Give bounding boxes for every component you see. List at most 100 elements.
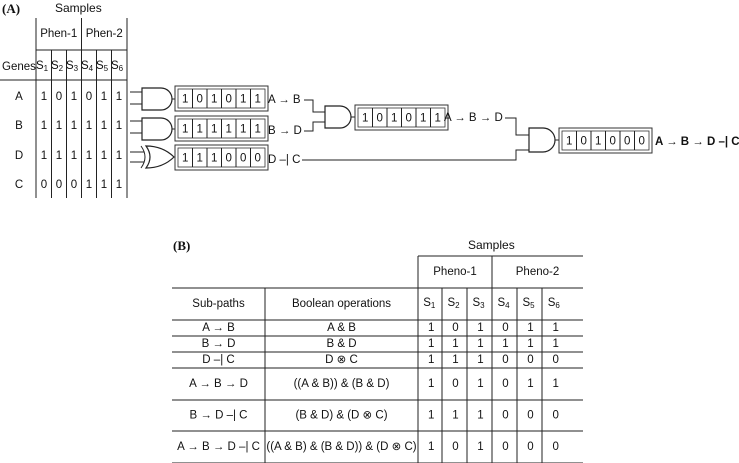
table-cell: 1 [116,179,122,191]
label-a-b: A → B [268,94,301,106]
value-cell: 1 [527,378,533,390]
operation-cell: B & D [326,338,356,350]
register-cell: 1 [362,113,368,125]
value-cell: 1 [527,338,533,350]
register-cell: 1 [226,124,232,136]
sample-header: S5 [96,60,109,73]
subpath-cell: B → D [202,338,236,350]
table-cell: 1 [41,91,47,103]
value-cell: 1 [527,322,533,334]
sample-header: S2 [51,60,64,73]
register-cell: 1 [255,124,261,136]
register-cell: 0 [240,153,246,165]
label-b-d: B → D [268,125,302,137]
value-cell: 1 [428,354,434,366]
value-cell: 0 [502,410,508,422]
value-cell: 0 [452,378,458,390]
register-cell: 1 [240,94,246,106]
value-cell: 0 [527,354,533,366]
register-cell: 0 [255,153,261,165]
label-a-b-d: A → B → D [444,112,503,124]
register-cell: 1 [391,113,397,125]
table-cell: 1 [116,150,122,162]
operation-cell: ((A & B) & (B & D)) & (D ⊗ C) [266,441,416,453]
register-cell: 0 [610,136,616,148]
panel-a-label: (A) [2,1,21,16]
and-gate-abd [324,105,352,129]
xor-gate-dc [144,145,175,169]
register-cell: 1 [435,113,441,125]
value-cell: 1 [428,410,434,422]
panel-b-samples-title: Samples [468,238,515,252]
value-cell: 1 [477,378,483,390]
label-d-c: D –| C [268,154,300,166]
panel-b-label: (B) [173,238,191,253]
register-cell: 1 [197,124,203,136]
gene-label: C [15,179,23,191]
table-cell: 0 [41,179,47,191]
operation-cell: (B & D) & (D ⊗ C) [295,410,387,422]
group-label: Phen-1 [40,28,77,40]
and-gate-ab [141,87,173,111]
value-cell: 1 [553,322,559,334]
value-cell: 0 [553,410,559,422]
table-cell: 1 [71,91,77,103]
value-cell: 0 [502,441,508,453]
value-cell: 0 [553,354,559,366]
value-cell: 1 [477,354,483,366]
table-cell: 1 [101,179,107,191]
subpath-cell: A → B → D [189,378,248,390]
register-cell: 1 [211,153,217,165]
table-cell: 1 [41,150,47,162]
subpath-cell: A → B [202,322,235,334]
gene-label: D [15,150,23,162]
value-cell: 0 [527,410,533,422]
table-cell: 1 [101,120,107,132]
register-cell: 1 [182,94,188,106]
and-gate-bd [141,117,173,141]
table-cell: 1 [86,179,92,191]
value-cell: 1 [553,378,559,390]
table-cell: 1 [101,91,107,103]
register-cell: 1 [211,94,217,106]
sample-header: S3 [472,297,485,310]
register-cell: 1 [566,136,572,148]
sample-header: S4 [81,60,94,73]
wire [304,99,325,113]
register-cell: 1 [182,124,188,136]
value-cell: 1 [452,354,458,366]
sample-header: S6 [111,60,124,73]
sample-header: S1 [423,297,436,310]
wire [304,121,325,132]
value-cell: 1 [428,322,434,334]
boolean-header: Boolean operations [292,298,391,310]
register-cell: 1 [420,113,426,125]
register-cell: 1 [595,136,601,148]
table-cell: 1 [86,150,92,162]
value-cell: 1 [452,338,458,350]
table-cell: 0 [71,179,77,191]
group-label: Pheno-2 [516,266,559,278]
value-cell: 0 [527,441,533,453]
table-cell: 1 [71,150,77,162]
register-cell: 0 [197,94,203,106]
table-cell: 0 [86,91,92,103]
register-cell: 0 [226,153,232,165]
wire [505,117,529,136]
register-cell: 0 [581,136,587,148]
value-cell: 0 [553,441,559,453]
register-cell: 0 [377,113,383,125]
value-cell: 1 [452,410,458,422]
gene-label: B [15,120,23,132]
panel-a-samples-title: Samples [55,1,102,15]
sample-header: S2 [447,297,460,310]
xor-gate-dc-curve [140,145,146,169]
register-cell: 0 [639,136,645,148]
value-cell: 0 [502,378,508,390]
table-cell: 0 [56,91,62,103]
value-cell: 1 [502,338,508,350]
table-cell: 1 [116,91,122,103]
value-cell: 1 [477,338,483,350]
value-cell: 0 [452,322,458,334]
register-cell: 0 [624,136,630,148]
